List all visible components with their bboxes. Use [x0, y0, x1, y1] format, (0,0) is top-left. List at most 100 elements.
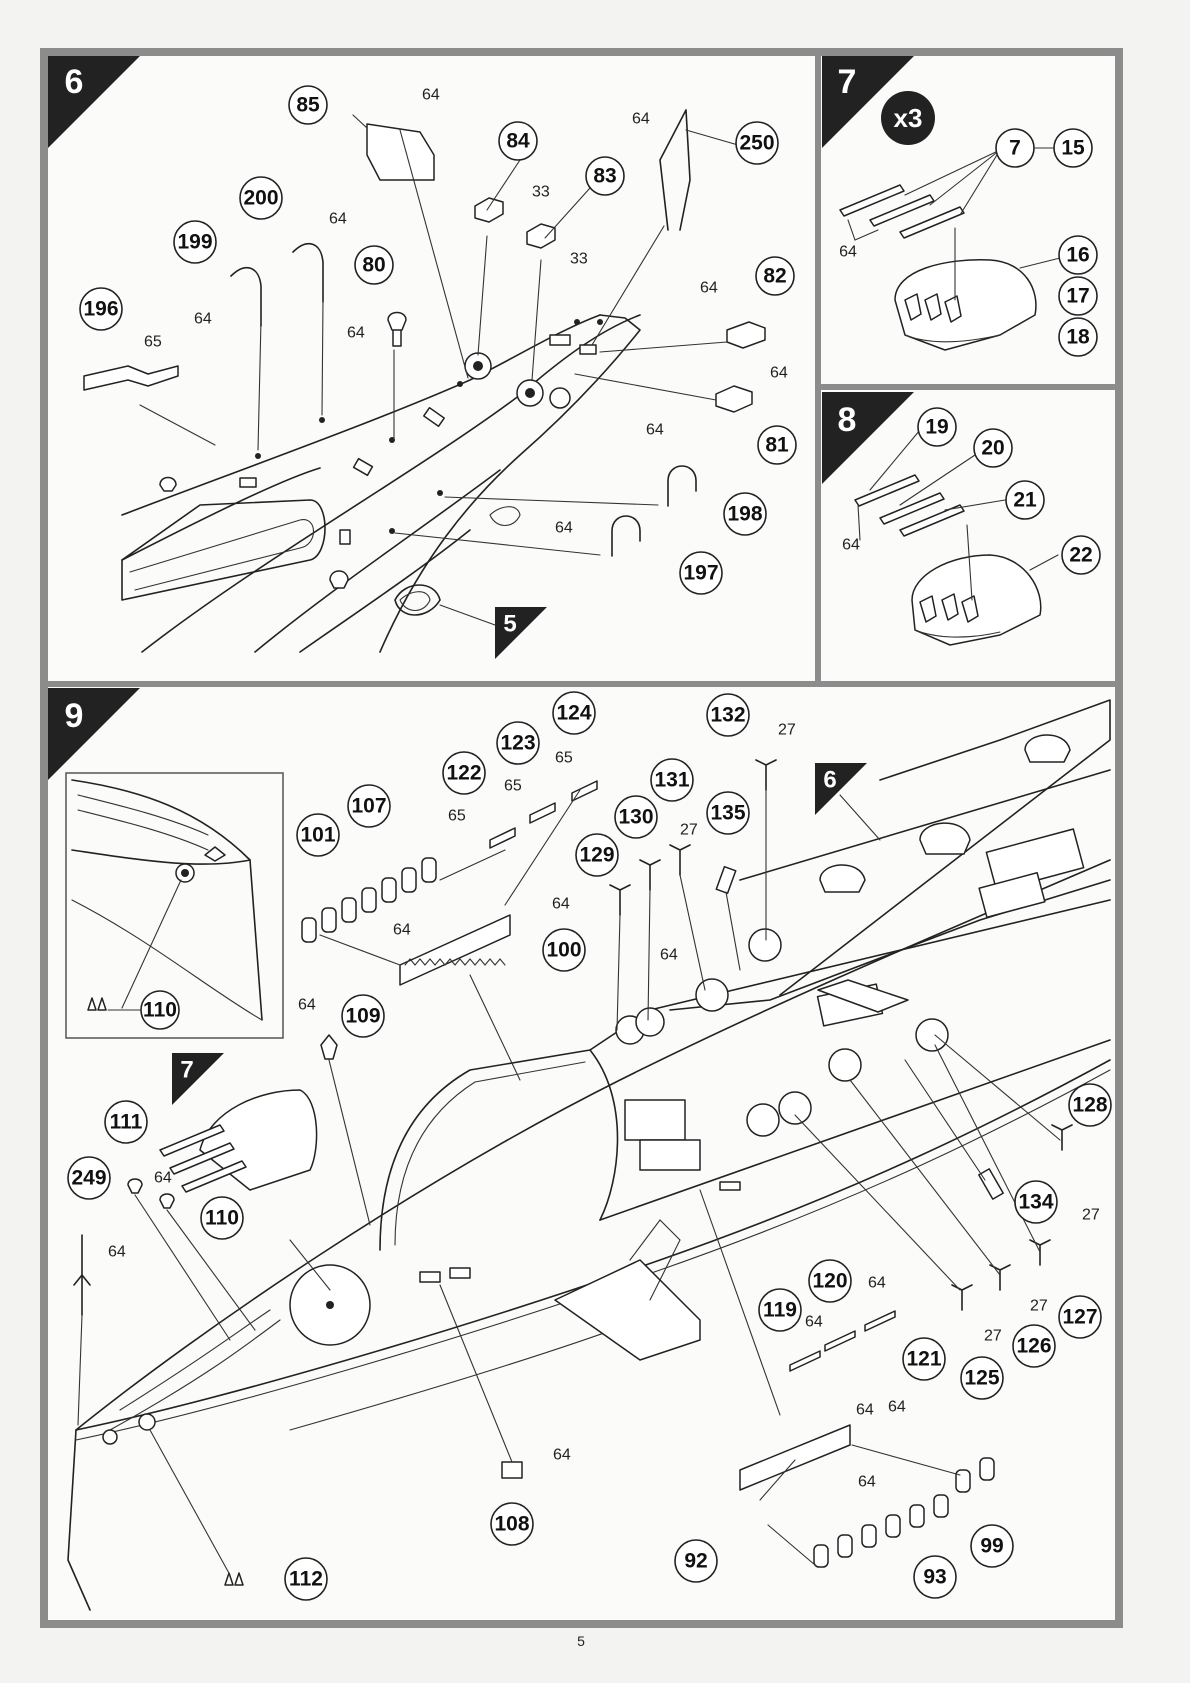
- callout-113: 110: [140, 990, 180, 1030]
- part-84-shape: [474, 197, 504, 223]
- glue-step-8: 64: [842, 537, 860, 554]
- callout-130: 130: [614, 795, 658, 839]
- glue-126: 27: [1030, 1298, 1048, 1315]
- svg-text:131: 131: [654, 769, 689, 792]
- glue-109: 64: [298, 997, 316, 1014]
- callout-119: 119: [758, 1288, 802, 1332]
- glue-122: 65: [448, 808, 466, 825]
- glue-131: 27: [680, 822, 698, 839]
- part-132-shape: [755, 759, 777, 791]
- inset-drawing: [71, 779, 263, 1021]
- svg-text:128: 128: [1072, 1094, 1107, 1117]
- callout-250: 250: [735, 121, 779, 165]
- step-5-reference: 5: [439, 604, 547, 659]
- step-8-number: 8: [838, 401, 857, 439]
- svg-text:81: 81: [765, 434, 789, 457]
- step-6-reference: 6: [815, 763, 881, 841]
- callout-22: 22: [1061, 535, 1101, 575]
- svg-text:200: 200: [243, 187, 278, 210]
- svg-text:110: 110: [205, 1207, 239, 1230]
- part-123-shape: [529, 802, 556, 824]
- glue-129: 64: [552, 896, 570, 913]
- callout-128: 128: [1068, 1083, 1112, 1127]
- glue-82: 64: [700, 280, 718, 297]
- glue-81: 64: [770, 365, 788, 382]
- callout-101: 101: [296, 813, 340, 857]
- glue-250: 64: [632, 111, 650, 128]
- multiplier-text: x3: [894, 103, 923, 133]
- glue-84: 33: [532, 184, 550, 201]
- part-121-shape: [864, 1310, 896, 1332]
- callout-129: 129: [575, 833, 619, 877]
- callouts-step-7: 7 15 16 17 18: [995, 128, 1098, 357]
- callout-196: 196: [79, 287, 123, 331]
- part-196-shape: [83, 365, 179, 391]
- callout-135: 135: [706, 791, 750, 835]
- callout-109: 109: [341, 994, 385, 1038]
- callout-15: 15: [1053, 128, 1093, 168]
- svg-text:16: 16: [1066, 244, 1089, 267]
- svg-text:132: 132: [710, 704, 745, 727]
- part-127-shape: [1029, 1239, 1051, 1266]
- callout-99: 99: [970, 1524, 1014, 1568]
- svg-text:80: 80: [362, 254, 385, 277]
- multiplier-badge: x3: [881, 91, 935, 145]
- svg-text:122: 122: [446, 762, 481, 785]
- part-125-shape: [951, 1284, 973, 1311]
- step-6-number: 6: [65, 63, 84, 101]
- callouts-step-9: 124 123 122 132 131 130 129 135 107 101 …: [67, 691, 1112, 1601]
- svg-text:119: 119: [763, 1299, 797, 1322]
- part-135-shape: [715, 865, 737, 895]
- step-6-ref-number: 6: [823, 767, 836, 794]
- callout-120: 120: [808, 1259, 852, 1303]
- svg-text:196: 196: [83, 298, 118, 321]
- svg-text:250: 250: [739, 132, 774, 155]
- callout-127: 127: [1058, 1295, 1102, 1339]
- callout-124: 124: [552, 691, 596, 735]
- step-7-marker: 7: [822, 56, 914, 148]
- svg-text:197: 197: [683, 562, 718, 585]
- step-6-deck-drawing: [121, 314, 641, 653]
- callout-16: 16: [1058, 235, 1098, 275]
- svg-text:124: 124: [556, 702, 591, 725]
- svg-text:22: 22: [1069, 544, 1092, 567]
- svg-text:19: 19: [925, 416, 948, 439]
- callout-20: 20: [973, 428, 1013, 468]
- svg-text:82: 82: [763, 265, 786, 288]
- glue-199: 64: [194, 311, 212, 328]
- svg-text:199: 199: [177, 231, 212, 254]
- glue-124: 65: [555, 750, 573, 767]
- svg-text:126: 126: [1016, 1335, 1051, 1358]
- glue-249: 64: [108, 1244, 126, 1261]
- part-249-shape: [73, 1234, 91, 1316]
- step-7-number: 7: [838, 63, 857, 101]
- part-130-shape: [639, 859, 661, 891]
- part-110-shape: [159, 1193, 175, 1209]
- glue-83: 33: [570, 251, 588, 268]
- part-120-shape: [824, 1330, 856, 1352]
- callout-92: 92: [674, 1539, 718, 1583]
- page-number: 5: [577, 1633, 585, 1649]
- glue-128: 27: [1082, 1207, 1100, 1224]
- callout-93: 93: [913, 1555, 957, 1599]
- glue-121: 64: [856, 1402, 874, 1419]
- part-112-shape: [224, 1572, 244, 1586]
- svg-text:18: 18: [1066, 326, 1090, 349]
- svg-text:83: 83: [593, 165, 616, 188]
- glue-92: 64: [888, 1399, 906, 1416]
- svg-text:93: 93: [923, 1566, 946, 1589]
- glue-labels-step-9: 27 65 65 65 64 27 64 64 64 64 64 64 27 2…: [108, 722, 1100, 1491]
- callout-249: 249: [67, 1156, 111, 1200]
- svg-text:111: 111: [110, 1111, 143, 1134]
- propeller-shape: [394, 584, 441, 616]
- callout-125: 125: [960, 1356, 1004, 1400]
- glue-108: 64: [553, 1447, 571, 1464]
- svg-text:198: 198: [727, 503, 762, 526]
- callout-7: 7: [995, 128, 1035, 168]
- callout-112: 112: [284, 1557, 328, 1601]
- callout-126: 126: [1012, 1324, 1056, 1368]
- step-5-ref-number: 5: [503, 611, 516, 638]
- part-128-shape: [1051, 1124, 1073, 1151]
- callout-132: 132: [706, 693, 750, 737]
